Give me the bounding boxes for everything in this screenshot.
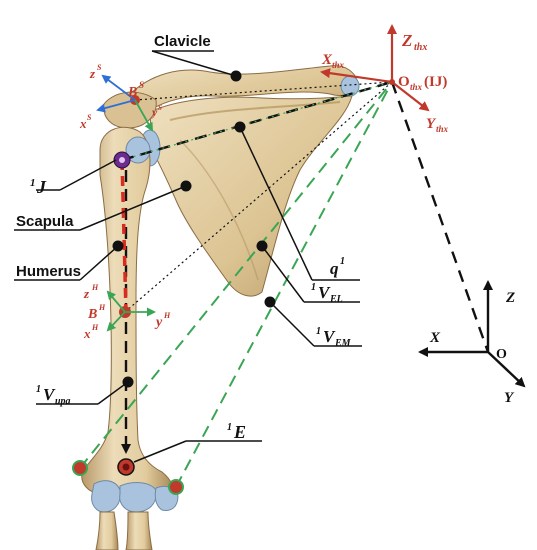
clavicle-pointer-dot — [230, 70, 242, 82]
leader-lines — [14, 50, 362, 463]
scapula-z-label: z — [89, 66, 96, 81]
j-label: J — [36, 177, 47, 197]
thorax-origin-suffix: (IJ) — [424, 74, 447, 90]
acromion-bone — [103, 91, 157, 129]
global-y-label: Y — [504, 390, 515, 406]
q-label-sup: 1 — [340, 256, 345, 267]
forearm-bone-1 — [95, 511, 119, 550]
humerus-x-sup: H — [91, 323, 99, 332]
scapula-origin-label: B — [127, 85, 137, 100]
e-label-prefix: 1 — [227, 422, 232, 433]
vector-lines — [79, 80, 490, 488]
j-label-prefix: 1 — [30, 177, 36, 189]
scapula-label: Scapula — [16, 213, 74, 230]
thorax-x-sub: thx — [332, 60, 345, 70]
e-label: E — [233, 422, 246, 442]
q1-pointer-dot — [234, 121, 246, 133]
humerus-origin-sup: H — [98, 303, 106, 312]
vupa-label-v: V — [43, 385, 56, 404]
scapula-pointer-dot — [180, 180, 192, 192]
vupa-pointer-dot — [122, 376, 134, 388]
vel-label-v: V — [318, 283, 331, 302]
humerus-y-label: y — [154, 315, 163, 330]
thorax-y-sub: thx — [436, 124, 449, 134]
humerus-x-label: x — [83, 326, 91, 341]
scapula-y-sup: S — [158, 104, 162, 112]
scapula-x-label: x — [79, 116, 87, 131]
humerus-x-axis — [106, 311, 126, 332]
global-x-label: X — [429, 330, 441, 346]
q-label: q — [330, 259, 339, 278]
global-z-label: Z — [505, 290, 515, 306]
scapula-z-axis — [101, 74, 136, 101]
vem-vector-line — [175, 81, 393, 488]
scapula-x-axis — [96, 99, 136, 113]
thorax-x-label: X — [321, 52, 333, 68]
global-y-axis — [487, 351, 526, 388]
vupa-label-prefix: 1 — [36, 384, 41, 395]
scapula-x-sup: S — [87, 113, 92, 122]
humerus-y-sup: H — [163, 311, 171, 320]
scapula-bone — [149, 95, 353, 297]
humerus-z-sup: H — [91, 283, 99, 292]
vupa-label-sub: upa — [55, 396, 71, 407]
elbow-cartilage-mid — [119, 482, 157, 513]
scapula-y-axis — [134, 99, 153, 132]
thorax-frame — [320, 24, 430, 112]
vem-label-v: V — [323, 327, 336, 346]
clavicle-label: Clavicle — [154, 33, 211, 50]
vel-label-sub: EL — [329, 294, 343, 305]
elbow-cartilage-left — [91, 480, 121, 513]
vel-vector-line — [79, 81, 393, 469]
green-dotted-line — [121, 81, 393, 161]
humerus-pointer-dot — [112, 240, 124, 252]
scapula-y-label: y — [150, 105, 158, 119]
thorax-y-label: Y — [426, 116, 437, 132]
thorax-y-axis — [391, 81, 430, 112]
thorax-z-label: Z — [401, 31, 412, 50]
humerus-z-axis — [106, 290, 126, 313]
forearm-bone-2 — [125, 511, 153, 550]
vem-label-prefix: 1 — [316, 326, 321, 337]
vel-label-prefix: 1 — [311, 282, 316, 293]
humerus-origin-label: B — [87, 307, 97, 322]
global-frame — [418, 280, 526, 388]
lateral-epicondyle-marker — [72, 460, 88, 476]
humerus-dotted-line — [124, 81, 393, 313]
thorax-x-axis — [320, 68, 393, 84]
thorax-origin-label: O — [398, 74, 410, 90]
medial-epicondyle-marker — [168, 479, 184, 495]
vem-label-sub: EM — [334, 338, 352, 349]
vel-pointer-dot — [256, 240, 268, 252]
scapula-frame — [96, 74, 153, 132]
scapula-origin-sup: S — [139, 80, 144, 90]
thorax-origin-sub: thx — [410, 82, 423, 92]
thorax-z-sub: thx — [414, 42, 427, 53]
humerus-label: Humerus — [16, 263, 81, 280]
humerus-z-label: z — [83, 286, 90, 301]
scapula-z-sup: S — [97, 63, 102, 72]
joint-points — [72, 79, 395, 495]
vem-pointer-dot — [264, 296, 276, 308]
global-origin-label: O — [496, 347, 507, 362]
labels: Clavicle 1 J Scapula Humerus q 1 1 V EL … — [16, 31, 515, 442]
humerus-frame — [106, 290, 156, 332]
ij-to-global-line — [390, 81, 490, 353]
humerus-long-axis — [120, 159, 128, 313]
